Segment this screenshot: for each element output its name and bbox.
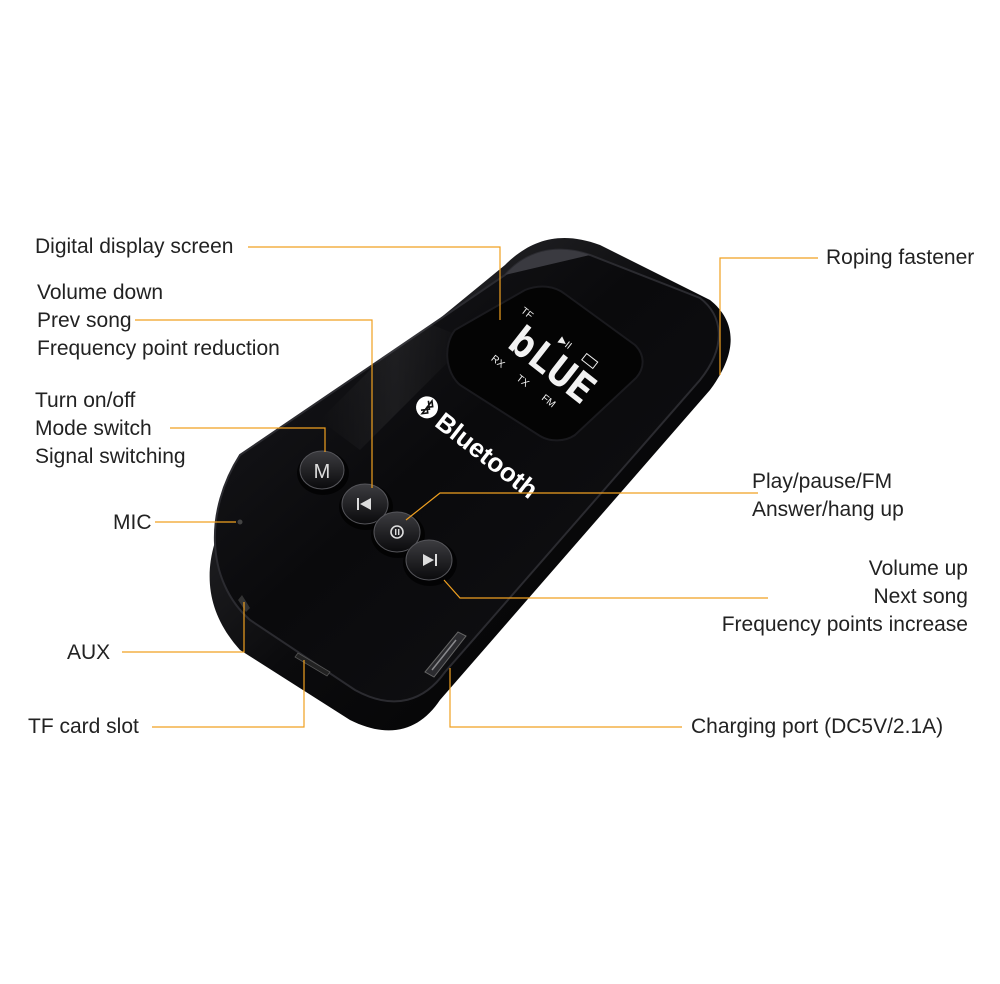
leader-volume-down xyxy=(135,319,373,488)
leader-turn-on xyxy=(170,427,326,452)
callout-line: Signal switching xyxy=(35,445,186,468)
digital-display-screen xyxy=(446,285,644,442)
callout-line: Prev song xyxy=(37,309,132,332)
callout-line: Next song xyxy=(873,585,968,608)
mode-button-label: M xyxy=(314,461,331,483)
device-body xyxy=(209,237,731,731)
tf-card-slot xyxy=(294,652,331,677)
prev-icon xyxy=(357,498,371,510)
callout-line: TF card slot xyxy=(28,715,139,738)
leader-volume-up xyxy=(443,579,768,599)
leader-digital-display xyxy=(248,246,501,320)
mode-button[interactable] xyxy=(297,450,349,495)
play-pause-icon xyxy=(390,525,404,539)
callout-digital-display: Digital display screen xyxy=(35,233,233,261)
callout-tf-card: TF card slot xyxy=(28,713,139,741)
callout-line: Frequency points increase xyxy=(721,613,968,636)
callout-line: Frequency point reduction xyxy=(37,337,280,360)
callout-mic: MIC xyxy=(113,509,152,537)
callout-line: Volume down xyxy=(37,281,164,304)
battery-icon xyxy=(581,352,599,370)
leader-roping xyxy=(719,257,818,375)
callout-line: Volume up xyxy=(868,557,968,580)
leader-aux xyxy=(122,602,245,653)
leader-tf-card xyxy=(152,660,305,728)
callout-line: Play/pause/FM xyxy=(752,470,893,493)
callout-roping: Roping fastener xyxy=(826,244,974,272)
callout-line: Answer/hang up xyxy=(752,498,904,521)
callout-play-pause: Play/pause/FM Answer/hang up xyxy=(752,468,904,524)
charging-port xyxy=(424,631,467,678)
callout-line: MIC xyxy=(113,511,152,534)
callout-aux: AUX xyxy=(67,639,110,667)
callout-line: Turn on/off xyxy=(35,389,136,412)
next-button[interactable] xyxy=(403,539,457,586)
leader-play-pause xyxy=(405,492,758,521)
next-icon xyxy=(423,554,437,566)
callout-line: Digital display screen xyxy=(35,235,234,258)
mic-hole xyxy=(237,519,243,525)
callout-line: AUX xyxy=(67,641,111,664)
callout-line: Roping fastener xyxy=(826,246,975,269)
leader-charging xyxy=(449,668,682,728)
callout-line: Mode switch xyxy=(35,417,152,440)
callout-line: Charging port (DC5V/2.1A) xyxy=(691,715,944,738)
leader-lines xyxy=(122,246,818,728)
callout-charging: Charging port (DC5V/2.1A) xyxy=(691,713,943,741)
